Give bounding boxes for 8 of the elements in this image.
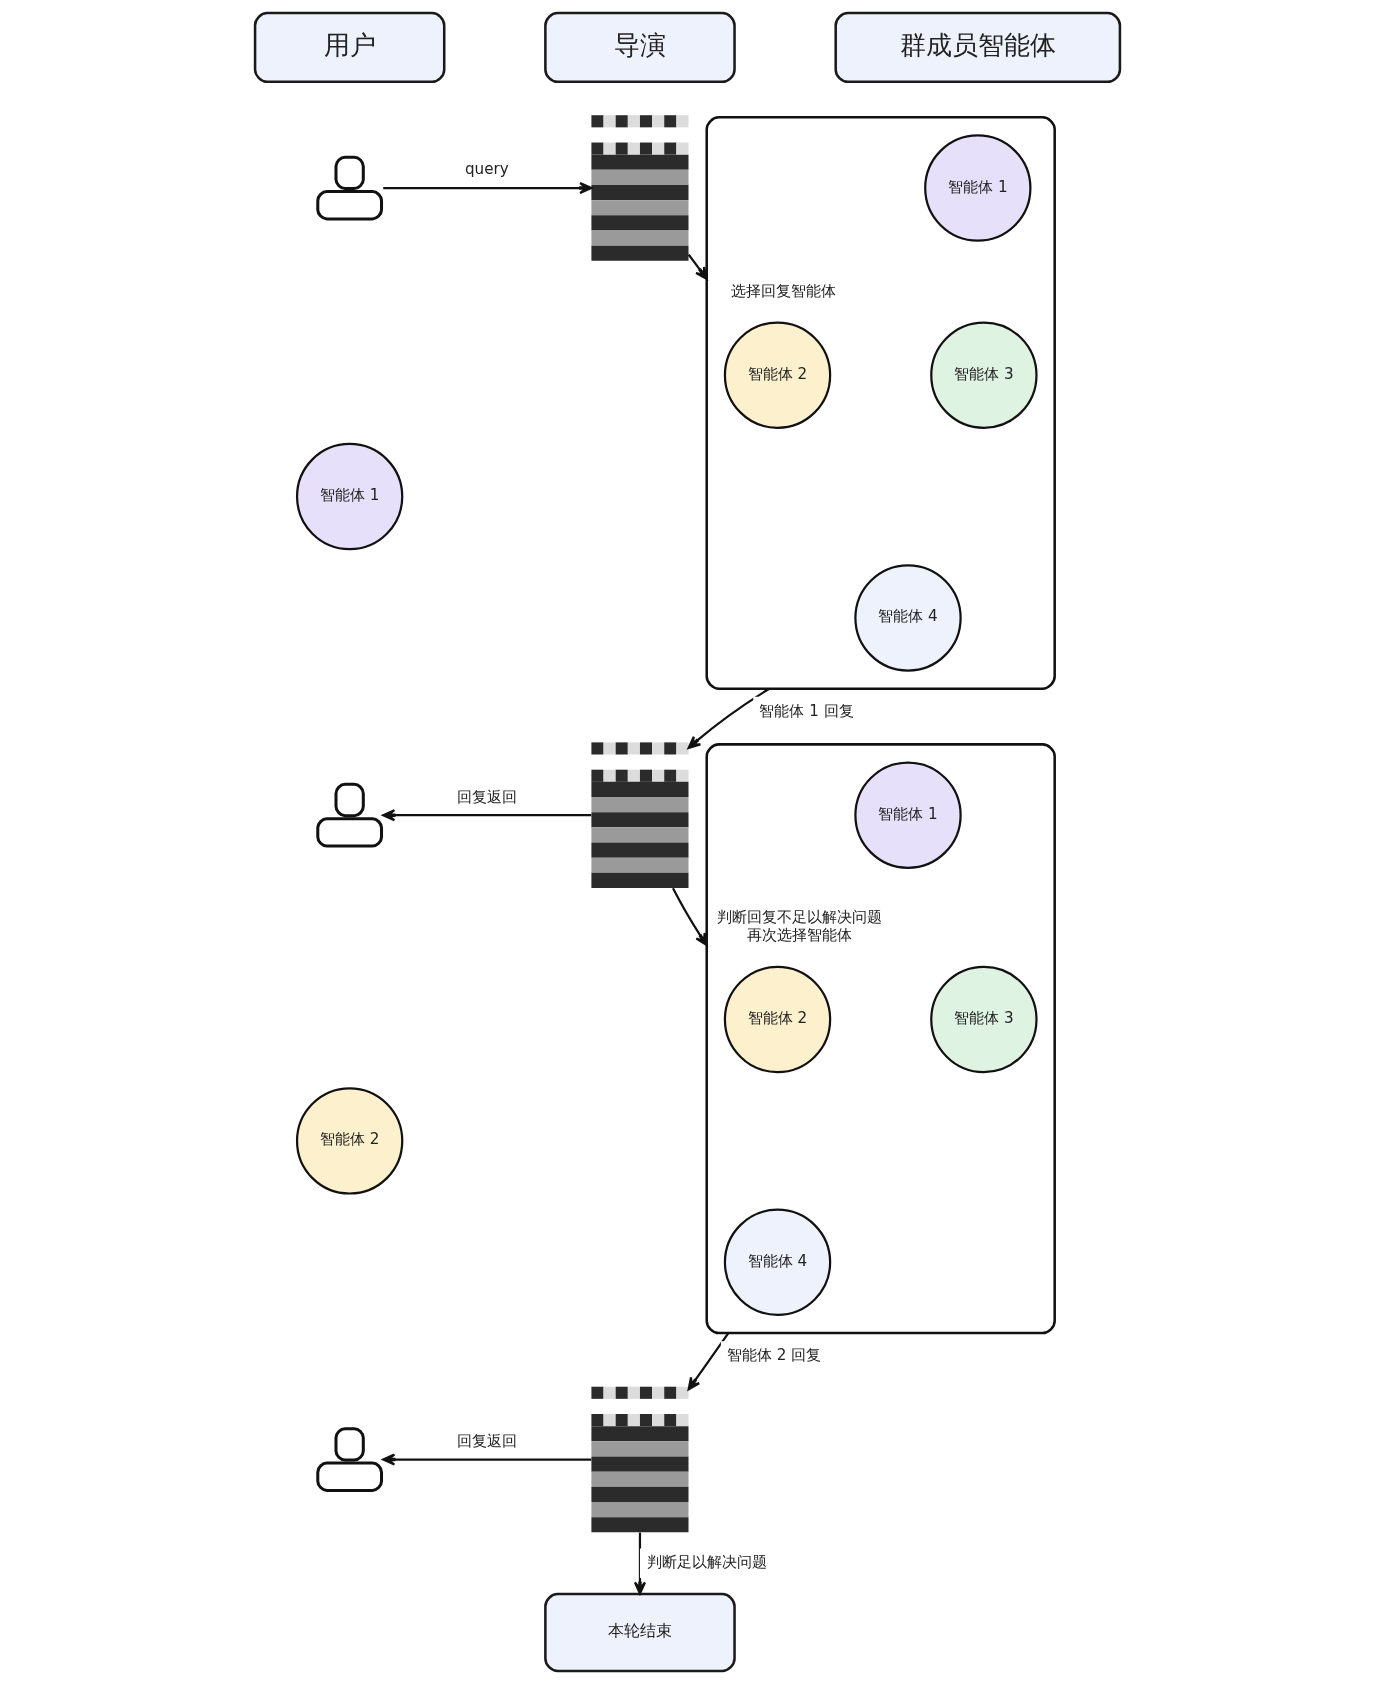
edge-label: 智能体 1 回复 [758, 701, 854, 720]
edge-label: 智能体 2 回复 [726, 1345, 821, 1364]
edge-label: 回复返回 [456, 1431, 517, 1450]
edge-label: 回复返回 [456, 787, 517, 806]
edge-label: 选择回复智能体 [730, 281, 836, 300]
edge-label: query [464, 159, 509, 178]
edge-label: 判断回复不足以解决问题再次选择智能体 [716, 907, 882, 944]
edge-label: 判断足以解决问题 [646, 1552, 767, 1571]
